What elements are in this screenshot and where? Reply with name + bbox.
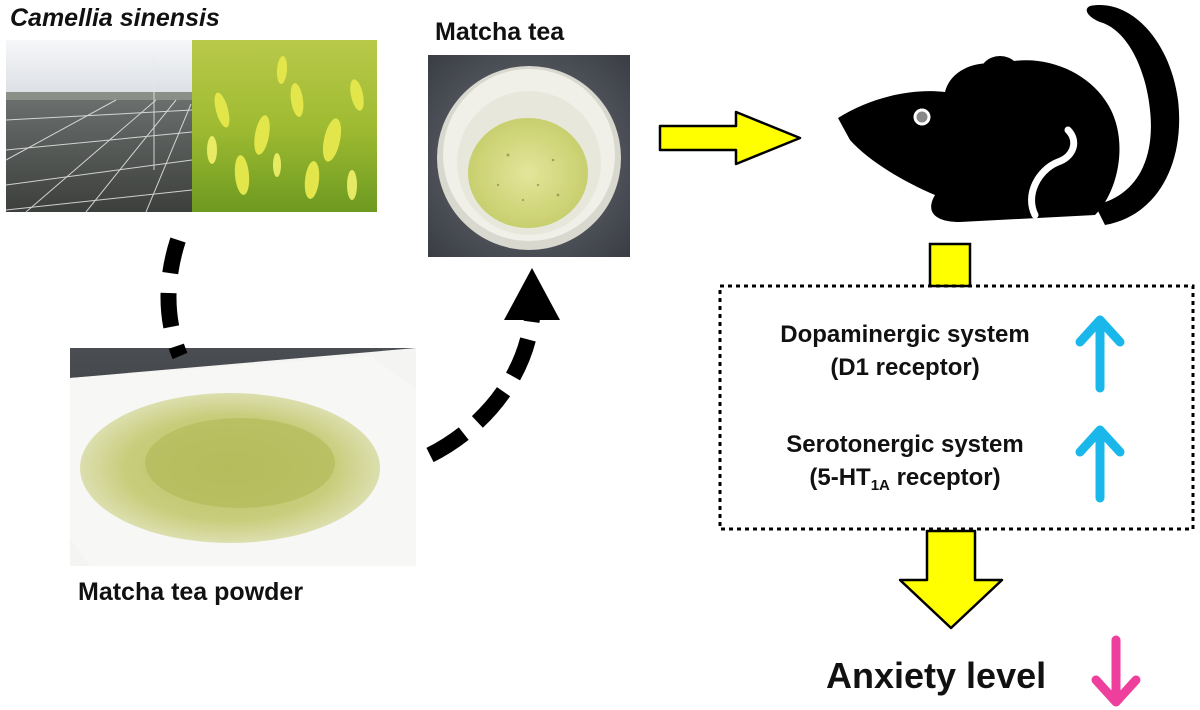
mouse-leg-outline: [1028, 126, 1078, 219]
dashed-connector-field-to-powder: [160, 237, 188, 360]
yellow-connector-mouse-to-box: [928, 242, 972, 288]
receptor-prefix: (5-HT: [809, 464, 871, 491]
anxiety-level-label: Anxiety level: [826, 655, 1047, 696]
matcha-tea-cup-photo: [428, 55, 630, 257]
up-arrow-icon-dopamine: [1075, 315, 1125, 393]
serotonergic-system-text: Serotonergic system (5-HT1A receptor): [730, 428, 1080, 494]
mouse-silhouette-icon: [838, 5, 1180, 226]
yellow-arrow-tea-to-mouse: [658, 110, 802, 166]
down-arrow-icon-anxiety: [1091, 635, 1141, 707]
receptor-subscript: 1A: [870, 477, 890, 494]
mechanism-box: [718, 284, 1195, 531]
mouse-eye-icon: [913, 108, 931, 126]
tea-field-photo: [6, 40, 192, 212]
dashed-arrow-powder-to-tea: [426, 316, 540, 463]
serotonergic-system-name: Serotonergic system: [786, 431, 1024, 458]
matcha-powder-label: Matcha tea powder: [78, 578, 304, 606]
dopaminergic-system-text: Dopaminergic system (D1 receptor): [730, 318, 1080, 384]
dopaminergic-system-name: Dopaminergic system: [780, 321, 1030, 348]
yellow-arrow-box-to-anxiety: [898, 529, 1004, 630]
tea-leaves-photo: [192, 40, 377, 212]
camellia-sinensis-label: Camellia sinensis: [10, 4, 220, 32]
matcha-powder-photo: [70, 348, 416, 566]
d1-receptor-label: (D1 receptor): [830, 354, 980, 381]
up-arrow-icon-serotonin: [1075, 425, 1125, 503]
receptor-suffix: receptor): [889, 464, 1001, 491]
5ht1a-receptor-label: (5-HT1A receptor): [730, 461, 1080, 494]
dashed-arrow-head: [504, 268, 560, 320]
matcha-tea-label: Matcha tea: [435, 18, 565, 46]
